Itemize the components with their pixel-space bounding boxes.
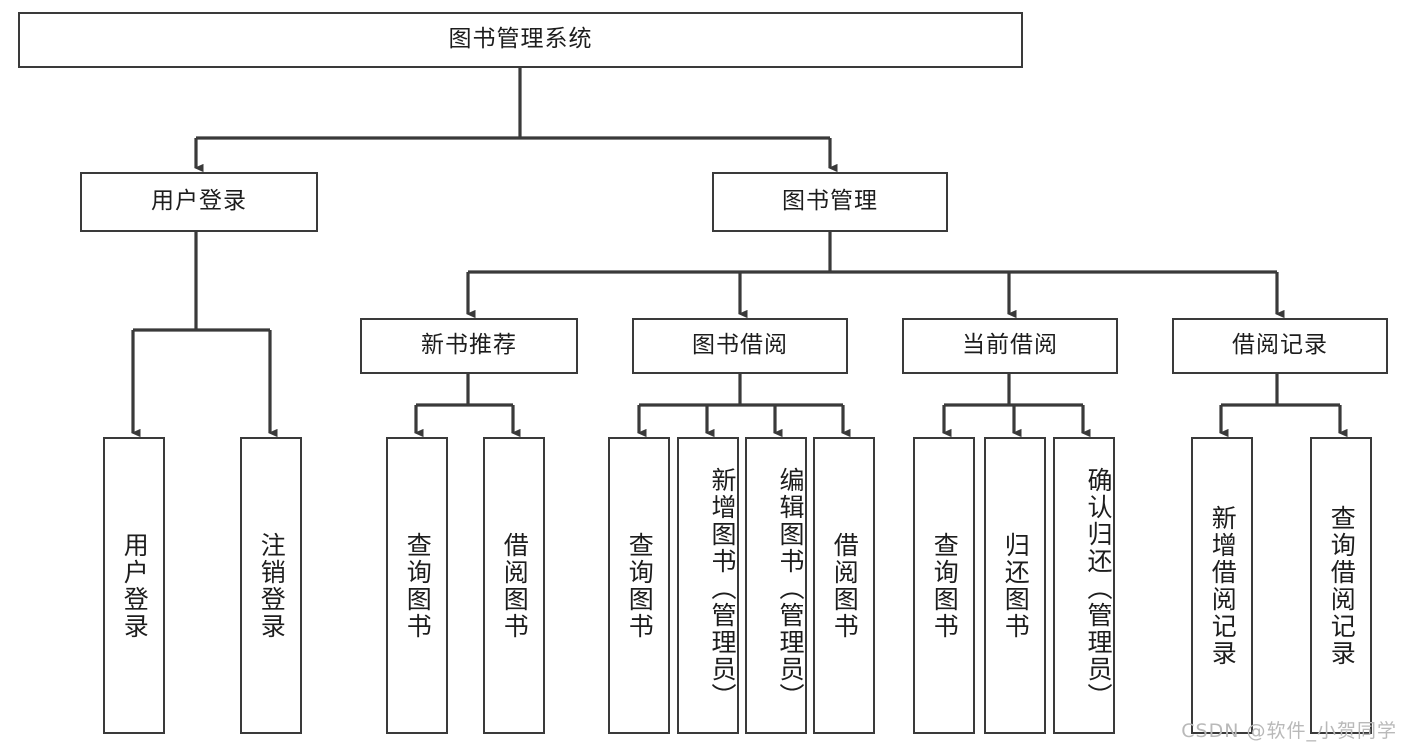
node-current-borrow[interactable]: 当前借阅 [902, 318, 1118, 374]
leaf-add-book-admin[interactable]: 新增图书（管理员） [677, 437, 739, 734]
leaf-user-login[interactable]: 用户登录 [103, 437, 165, 734]
leaf-edit-book-admin[interactable]: 编辑图书（管理员） [745, 437, 807, 734]
node-user-login[interactable]: 用户登录 [80, 172, 318, 232]
leaf-return-book[interactable]: 归还图书 [984, 437, 1046, 734]
csdn-watermark: CSDN @软件_小贺同学 [1181, 720, 1397, 742]
leaf-add-borrow-record[interactable]: 新增借阅记录 [1191, 437, 1253, 734]
leaf-query-book-borrow[interactable]: 查询图书 [608, 437, 670, 734]
leaf-borrow-book-recommend[interactable]: 借阅图书 [483, 437, 545, 734]
node-new-book-recommend[interactable]: 新书推荐 [360, 318, 578, 374]
node-borrow-records[interactable]: 借阅记录 [1172, 318, 1388, 374]
leaf-query-book-recommend[interactable]: 查询图书 [386, 437, 448, 734]
node-book-borrow[interactable]: 图书借阅 [632, 318, 848, 374]
leaf-query-borrow-record[interactable]: 查询借阅记录 [1310, 437, 1372, 734]
leaf-query-book-current[interactable]: 查询图书 [913, 437, 975, 734]
leaf-confirm-return-admin[interactable]: 确认归还（管理员） [1053, 437, 1115, 734]
node-book-management[interactable]: 图书管理 [712, 172, 948, 232]
leaf-user-logout[interactable]: 注销登录 [240, 437, 302, 734]
leaf-lend-book[interactable]: 借阅图书 [813, 437, 875, 734]
node-root-system[interactable]: 图书管理系统 [18, 12, 1023, 68]
